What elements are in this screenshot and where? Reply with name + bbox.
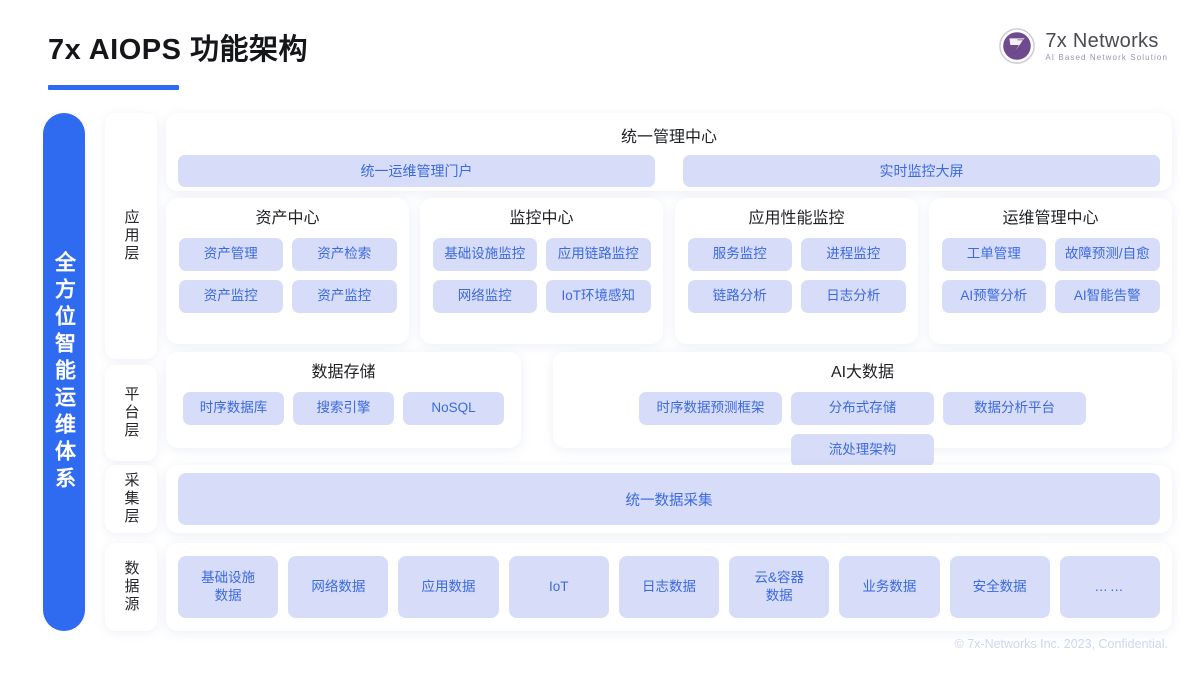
group-title-asset-center: 资产中心	[255, 210, 320, 227]
source-chip-business-data[interactable]: 业务数据	[839, 556, 940, 618]
chip-distributed-storage[interactable]: 分布式存储	[791, 392, 934, 426]
management-bar-portal[interactable]: 统一运维管理门户	[178, 155, 655, 187]
7x-logo-mark-icon	[999, 28, 1036, 64]
chip-log-analysis[interactable]: 日志分析	[801, 280, 906, 314]
chip-iot-environment-sensing[interactable]: IoT环境感知	[546, 280, 651, 314]
chip-grid-ops-center: 工单管理 故障预测/自愈 AI预警分析 AI智能告警	[929, 238, 1172, 325]
chip-time-series-db[interactable]: 时序数据库	[183, 392, 284, 426]
chip-grid-ai-bigdata: 时序数据预测框架 分布式存储 数据分析平台 流处理架构	[553, 392, 1172, 479]
chip-grid-data-storage: 时序数据库 搜索引擎 NoSQL	[166, 392, 521, 437]
chip-time-series-forecast-framework[interactable]: 时序数据预测框架	[639, 392, 782, 426]
group-card-ai-bigdata: AI大数据 时序数据预测框架 分布式存储 数据分析平台 流处理架构	[553, 352, 1172, 468]
chip-grid-asset-center: 资产管理 资产检索 资产监控 资产监控	[166, 238, 409, 325]
group-card-asset-center: 资产中心 资产管理 资产检索 资产监控 资产监控	[166, 198, 409, 344]
chip-fault-prediction-self-healing[interactable]: 故障预测/自愈	[1055, 238, 1160, 272]
group-title-apm: 应用性能监控	[748, 210, 845, 227]
layer-label-datasource: 数据源	[105, 543, 157, 631]
group-title-ops-center: 运维管理中心	[1002, 210, 1099, 227]
group-card-ops-center: 运维管理中心 工单管理 故障预测/自愈 AI预警分析 AI智能告警	[929, 198, 1172, 344]
chip-asset-search[interactable]: 资产检索	[292, 238, 397, 272]
collection-layer-card: 统一数据采集	[166, 465, 1172, 533]
layer-label-application-text: 应用层	[122, 209, 140, 263]
management-center-card: 统一管理中心 统一运维管理门户 实时监控大屏	[166, 113, 1172, 191]
source-chip-iot[interactable]: IoT	[508, 556, 609, 618]
management-bar-dashboard[interactable]: 实时监控大屏	[683, 155, 1160, 187]
management-center-title: 统一管理中心	[620, 129, 717, 146]
chip-grid-monitor-center: 基础设施监控 应用链路监控 网络监控 IoT环境感知	[420, 238, 663, 325]
source-chip-cloud-container-data[interactable]: 云&容器 数据	[729, 556, 830, 618]
chip-application-trace-monitor[interactable]: 应用链路监控	[546, 238, 651, 272]
chip-stream-processing-architecture[interactable]: 流处理架构	[791, 434, 934, 468]
page-title: 7x AIOPS 功能架构	[48, 34, 309, 66]
source-chip-log-data[interactable]: 日志数据	[618, 556, 720, 618]
management-center-bars: 统一运维管理门户 实时监控大屏	[166, 147, 1172, 187]
chip-ticket-management[interactable]: 工单管理	[941, 238, 1046, 272]
layer-label-column: 应用层 平台层 采集层 数据源	[105, 113, 157, 631]
source-chip-infrastructure-data[interactable]: 基础设施 数据	[178, 556, 279, 618]
chip-trace-analysis[interactable]: 链路分析	[687, 280, 792, 314]
source-chip-application-data[interactable]: 应用数据	[398, 556, 499, 618]
layer-label-collection-text: 采集层	[122, 472, 140, 526]
chip-service-monitor[interactable]: 服务监控	[687, 238, 792, 272]
vertical-headline-bar: 全方位智能运维体系	[43, 113, 85, 631]
chip-data-analysis-platform[interactable]: 数据分析平台	[943, 392, 1086, 426]
group-card-apm: 应用性能监控 服务监控 进程监控 链路分析 日志分析	[675, 198, 918, 344]
chip-infrastructure-monitor[interactable]: 基础设施监控	[432, 238, 537, 272]
source-chip-security-data[interactable]: 安全数据	[949, 556, 1050, 618]
layer-label-platform-text: 平台层	[122, 386, 140, 440]
chip-network-monitor[interactable]: 网络监控	[432, 280, 537, 314]
chip-search-engine[interactable]: 搜索引擎	[293, 392, 394, 426]
title-underline	[48, 85, 179, 90]
chip-ai-intelligent-alarm[interactable]: AI智能告警	[1055, 280, 1160, 314]
data-source-layer-card: 基础设施 数据 网络数据 应用数据 IoT 日志数据 云&容器 数据 业务数据 …	[166, 543, 1172, 631]
chip-asset-monitor-2[interactable]: 资产监控	[292, 280, 397, 314]
brand-logo: 7x Networks AI Based Network Solution	[998, 27, 1168, 65]
layer-label-platform: 平台层	[105, 365, 157, 461]
group-title-ai-bigdata: AI大数据	[830, 364, 895, 381]
layer-label-application: 应用层	[105, 113, 157, 359]
group-card-monitor-center: 监控中心 基础设施监控 应用链路监控 网络监控 IoT环境感知	[420, 198, 663, 344]
architecture-diagram: 全方位智能运维体系 应用层 平台层 采集层 数据源 统一管理中心 统一运维管理门…	[0, 100, 1200, 645]
logo-name: 7x Networks	[1045, 29, 1159, 52]
group-card-data-storage: 数据存储 时序数据库 搜索引擎 NoSQL	[166, 352, 521, 448]
chip-nosql[interactable]: NoSQL	[403, 392, 504, 426]
footer-copyright: © 7x-Networks Inc. 2023, Confidential.	[954, 637, 1168, 651]
vertical-headline-label: 全方位智能运维体系	[52, 250, 76, 494]
source-chip-network-data[interactable]: 网络数据	[288, 556, 389, 618]
layer-label-collection: 采集层	[105, 465, 157, 533]
group-title-monitor-center: 监控中心	[509, 210, 574, 227]
chip-grid-apm: 服务监控 进程监控 链路分析 日志分析	[675, 238, 918, 325]
group-title-data-storage: 数据存储	[311, 364, 376, 381]
chip-asset-monitor-1[interactable]: 资产监控	[178, 280, 283, 314]
unified-data-collection-bar[interactable]: 统一数据采集	[178, 473, 1160, 525]
logo-tagline: AI Based Network Solution	[1045, 52, 1168, 62]
chip-asset-management[interactable]: 资产管理	[178, 238, 283, 272]
layer-label-datasource-text: 数据源	[122, 560, 140, 614]
source-chip-more[interactable]: ……	[1059, 556, 1160, 618]
chip-ai-early-warning-analysis[interactable]: AI预警分析	[941, 280, 1046, 314]
chip-process-monitor[interactable]: 进程监控	[801, 238, 906, 272]
page-header: 7x AIOPS 功能架构 7x Networks AI Based Netwo…	[0, 0, 1200, 100]
logo-text-block: 7x Networks AI Based Network Solution	[1045, 31, 1168, 62]
